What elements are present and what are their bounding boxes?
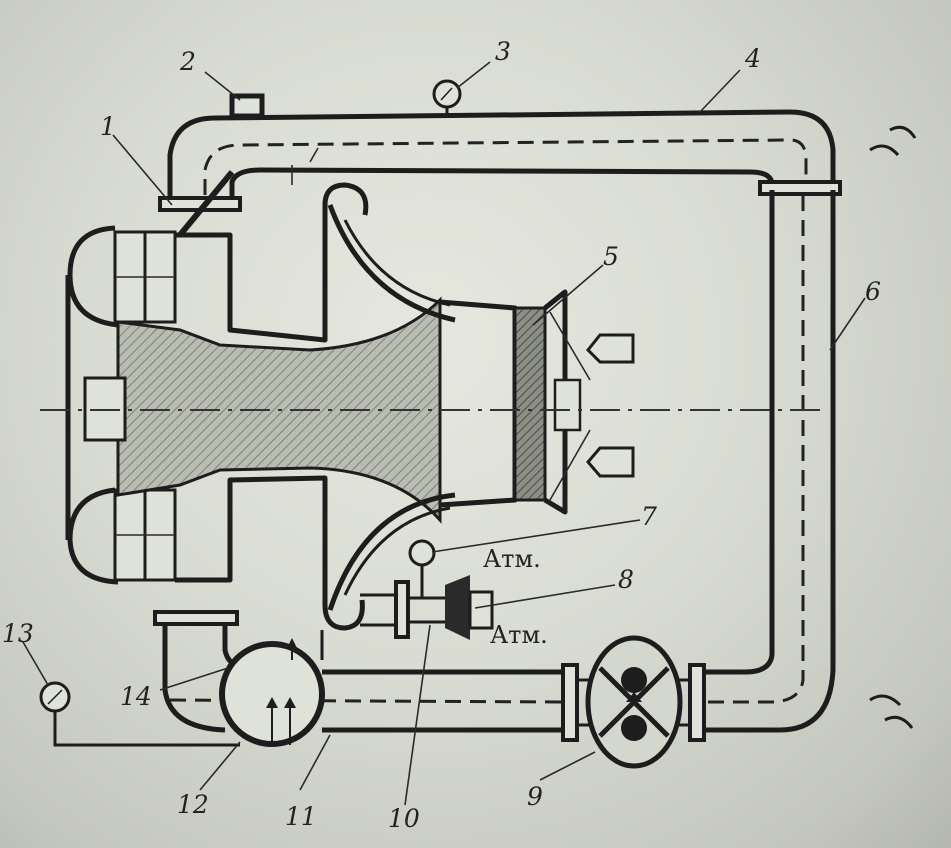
turbocharger: [65, 182, 635, 631]
label-6: 6: [865, 277, 881, 306]
label-11: 11: [285, 802, 317, 831]
bypass-pipe-10: [360, 539, 494, 640]
label-8: 8: [618, 565, 634, 594]
label-10: 10: [388, 804, 420, 833]
valve-9: [561, 635, 706, 769]
label-2: 2: [179, 47, 196, 76]
leader-lines: [22, 61, 866, 806]
label-12: 12: [177, 790, 209, 819]
label-5: 5: [603, 242, 619, 271]
label-13: 13: [2, 619, 34, 648]
flow-arrows: [291, 125, 917, 729]
sensor-2: [229, 93, 265, 119]
label-9: 9: [527, 782, 543, 811]
label-1: 1: [100, 112, 116, 141]
label-3: 3: [495, 37, 511, 66]
upper-pipe: [158, 109, 842, 237]
receiver-12: [219, 630, 325, 747]
label-14: 14: [120, 682, 152, 711]
label-7: 7: [641, 502, 657, 531]
pressure-gauge-13: [39, 681, 240, 747]
label-4: 4: [744, 44, 761, 73]
atm-label-lower: Атм.: [490, 621, 548, 649]
right-vertical-pipe: [705, 190, 836, 733]
pressure-gauge-3: [432, 79, 462, 118]
atm-label-upper: Атм.: [483, 545, 541, 573]
